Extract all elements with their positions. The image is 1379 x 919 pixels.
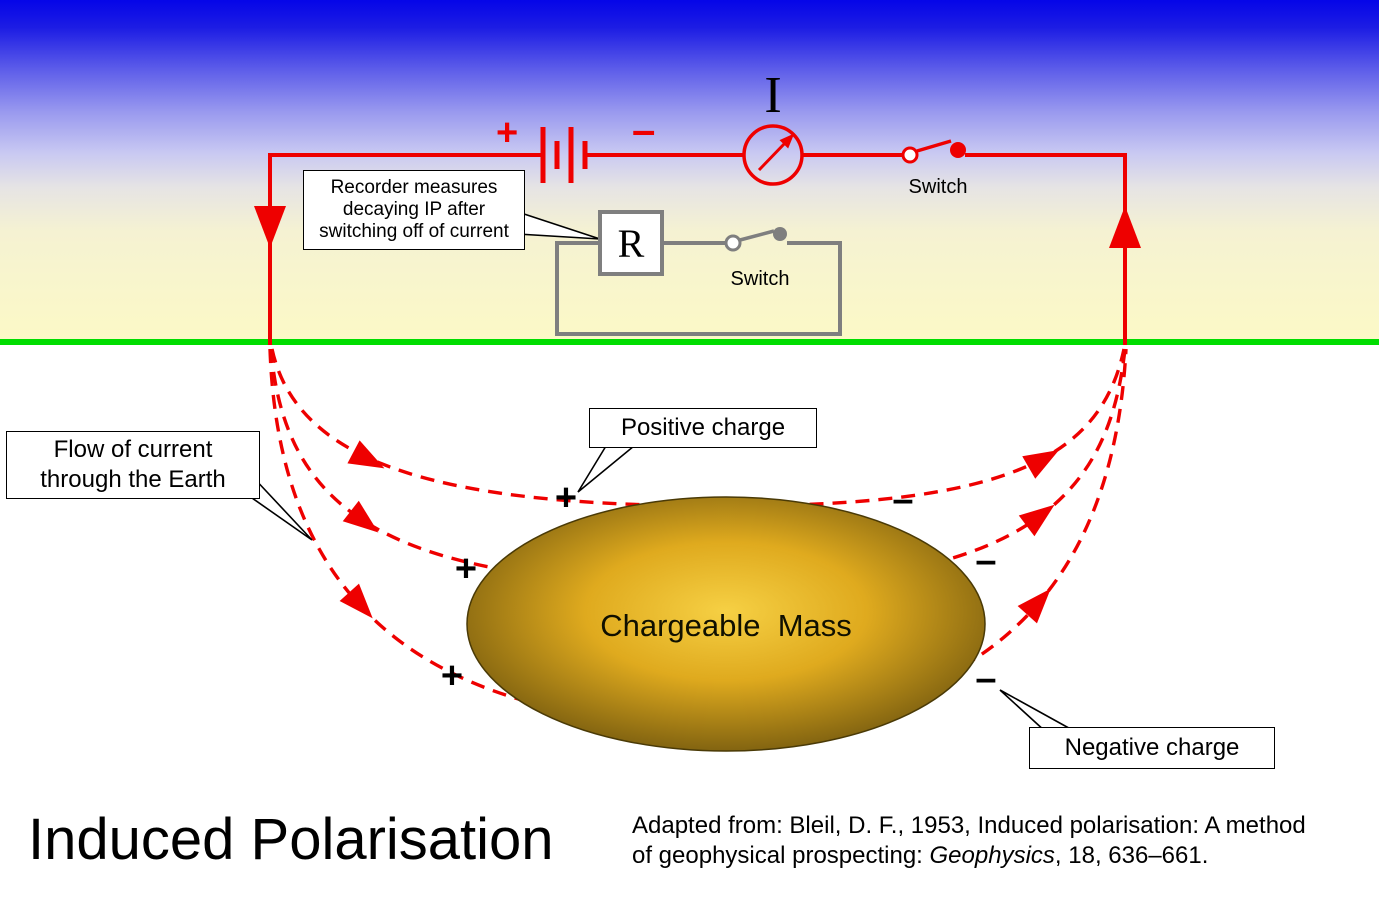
recorder-callout-line3: switching off of current [319,221,509,242]
ground-surface-line [0,339,1379,345]
flow-callout-line1: Flow of current [53,436,213,463]
current-flow-path-middle [269,348,1127,587]
recorder-callout-line1: Recorder measures [330,177,498,198]
minus-charge-top: – [892,479,914,521]
positive-callout-tail [577,445,637,493]
page-title: Induced Polarisation [28,807,554,872]
ammeter-label: I [764,67,782,124]
left-wire-down-arrow [254,206,286,248]
citation: Adapted from: Bleil, D. F., 1953, Induce… [632,811,1362,871]
citation-line2: of geophysical prospecting: Geophysics, … [632,841,1362,871]
recorder-box: R [598,210,664,276]
flow-callout-line2: through the Earth [40,466,226,493]
minus-charge-middle: – [975,540,997,582]
recorder-switch-lever [739,229,775,242]
battery-minus-label: – [632,106,656,153]
right-wire-up-arrow [1109,206,1141,248]
recorder-ground-loop [555,241,842,336]
transmitter-circuit [254,124,1141,345]
flow-callout: Flow of current through the Earth [6,431,260,499]
recorder-callout-line2: decaying IP after [342,199,486,220]
ammeter-needle [757,140,788,172]
flow-arrowhead-left-middle [342,500,379,533]
left-electrode-wire [268,153,541,345]
recorder-box-label: R [617,220,645,266]
flow-arrowhead-right-top [1022,450,1060,479]
citation-line1: Adapted from: Bleil, D. F., 1953, Induce… [632,812,1306,839]
sky-background [0,0,1379,341]
flow-callout-tail [251,473,313,541]
recorder-switch-contact [773,227,787,241]
recorder-switch-hinge [724,234,742,252]
citation-journal: Geophysics [929,842,1055,869]
flow-arrowhead-right-bottom [1017,588,1051,624]
chargeable-mass-label: Chargeable Mass [600,608,852,643]
minus-charge-bottom: – [975,658,997,700]
ammeter-needle-arrowhead [779,133,795,149]
current-switch-contact [950,142,966,158]
flow-arrowheads [339,440,1060,624]
recorder-callout: Recorder measures decaying IP after swit… [303,170,525,250]
chargeable-mass-ellipse [466,496,986,752]
citation-line2-prefix: of geophysical prospecting: [632,842,930,869]
recorder-circuit [555,227,842,336]
flow-arrowhead-left-top [347,440,385,469]
callout-tails [251,210,1077,733]
flow-arrowhead-left-bottom [339,583,373,619]
negative-charge-callout: Negative charge [1029,727,1275,769]
negative-callout-tail [999,689,1077,733]
citation-line2-suffix: , 18, 636–661. [1054,842,1209,869]
recorder-switch-label: Switch [730,268,790,290]
plus-charge-middle: + [454,548,478,590]
battery-plus-label: + [496,112,519,154]
plus-charge-top: + [554,477,578,519]
recorder-callout-tail [517,210,601,240]
current-switch-hinge [901,146,919,164]
current-switch-lever [916,139,952,153]
right-electrode-wire [965,153,1127,345]
positive-charge-callout: Positive charge [589,408,817,448]
current-switch-label: Switch [908,176,968,198]
plus-charge-bottom: + [440,655,464,697]
flow-arrowhead-right-middle [1018,504,1055,537]
